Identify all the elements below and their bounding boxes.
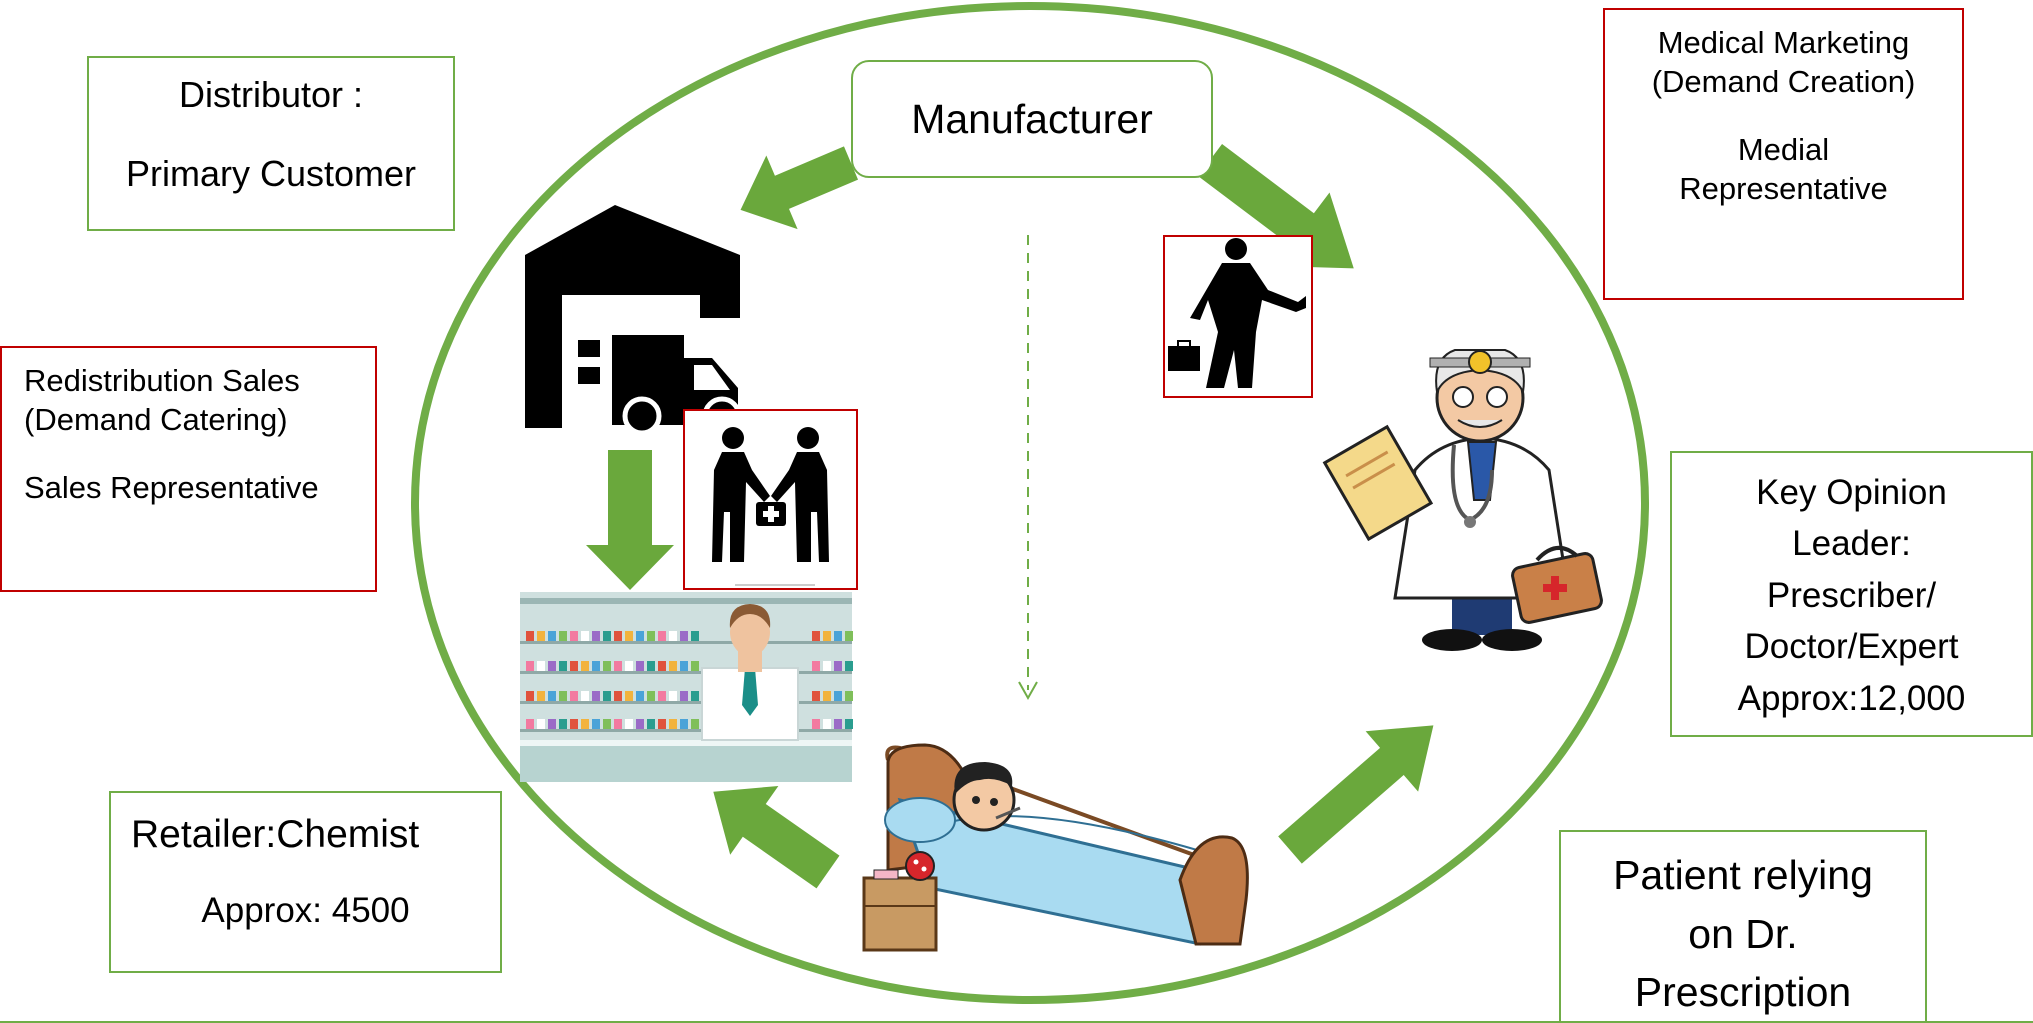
kol-line-4: Doctor/Expert xyxy=(1744,627,1959,667)
manufacturer-label: Manufacturer xyxy=(911,96,1153,142)
patient-line-1: Patient relying xyxy=(1613,852,1873,898)
cycle-ellipse xyxy=(411,2,1649,1004)
kol-line-3: Prescriber/ xyxy=(1766,575,1937,615)
medical-representative-icon xyxy=(1163,235,1313,398)
pharmacy-icon xyxy=(520,592,853,782)
warehouse-truck-icon xyxy=(525,205,742,436)
distributor-subtitle: Primary Customer xyxy=(125,153,417,195)
retailer-count: Approx: 4500 xyxy=(201,891,410,930)
redistribution-sales-node: Redistribution Sales (Demand Catering) S… xyxy=(0,346,377,592)
medical-marketing-node: Medical Marketing (Demand Creation) Medi… xyxy=(1603,8,1964,300)
kol-line-2: Leader: xyxy=(1792,524,1911,564)
dashed-flow-arrow xyxy=(1018,235,1038,701)
patient-line-3: Prescription xyxy=(1634,969,1852,1016)
handshake-briefcase-icon xyxy=(683,409,858,590)
distributor-title: Distributor : xyxy=(178,74,364,115)
arrow-patient-to-retailer xyxy=(713,785,840,889)
medial-label: Medial xyxy=(1737,131,1830,167)
patient-in-bed-icon xyxy=(862,743,1249,952)
manufacturer-node: Manufacturer xyxy=(851,60,1213,178)
distributor-node: Distributor : Primary Customer xyxy=(87,56,455,231)
medical-representative-label: Representative xyxy=(1679,170,1888,206)
arrow-distributor-to-pharmacy xyxy=(586,450,674,590)
sales-representative-label: Sales Representative xyxy=(24,469,319,505)
key-opinion-leader-node: Key Opinion Leader: Prescriber/ Doctor/E… xyxy=(1670,451,2033,737)
doctor-icon xyxy=(1322,349,1603,651)
redistribution-title: Redistribution Sales xyxy=(24,363,300,398)
retailer-node: Retailer:Chemist Approx: 4500 xyxy=(109,791,502,973)
medical-marketing-title: Medical Marketing xyxy=(1657,25,1910,60)
kol-count: Approx:12,000 xyxy=(1737,678,1966,718)
patient-line-2: on Dr. xyxy=(1688,910,1798,957)
medical-marketing-subtitle: (Demand Creation) xyxy=(1651,63,1916,99)
arrow-patient-to-doctor xyxy=(1278,725,1434,864)
retailer-title: Retailer:Chemist xyxy=(131,813,420,856)
bottom-divider xyxy=(0,1021,2033,1023)
arrow-manufacturer-to-doctor xyxy=(1197,144,1354,269)
patient-node: Patient relying on Dr. Prescription xyxy=(1559,830,1927,1023)
kol-line-1: Key Opinion xyxy=(1756,473,1947,512)
arrow-manufacturer-to-distributor xyxy=(740,146,859,230)
redistribution-subtitle: (Demand Catering) xyxy=(24,401,288,437)
